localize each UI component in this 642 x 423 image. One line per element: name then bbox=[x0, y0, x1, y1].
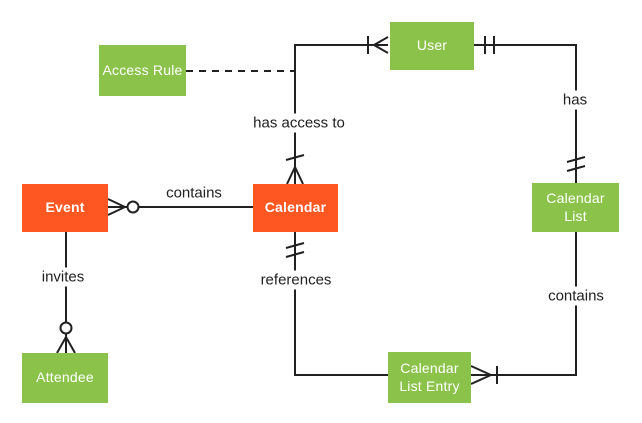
entity-calendar: Calendar bbox=[253, 184, 338, 232]
entity-label: Access Rule bbox=[102, 61, 183, 78]
zero-cardinality-circle bbox=[126, 200, 140, 214]
crow-foot-mark bbox=[107, 198, 126, 216]
relationship-label-calendar-contains-event: contains bbox=[161, 183, 227, 203]
crow-foot-mark bbox=[56, 336, 76, 354]
entity-label: Calendar List Entry bbox=[399, 360, 460, 394]
entity-label: Event bbox=[45, 199, 85, 216]
connector-user-has-access-to-calendar bbox=[294, 44, 388, 184]
entity-label: Calendar List bbox=[546, 190, 605, 224]
connector-calendar-list-entry-references-calendar bbox=[294, 232, 388, 376]
tick-mark bbox=[285, 242, 305, 249]
entity-calendar-list-entry: Calendar List Entry bbox=[388, 352, 471, 403]
entity-user: User bbox=[390, 22, 474, 70]
relationship-label-calendar-list-contains-entries: contains bbox=[543, 286, 609, 306]
zero-cardinality-circle bbox=[59, 321, 73, 335]
tick-mark bbox=[566, 156, 586, 163]
entity-label: User bbox=[416, 37, 448, 54]
relationship-label-user-has-access-to-calendar: has access to bbox=[248, 113, 350, 133]
relationship-label-event-invites-attendee: invites bbox=[36, 267, 90, 287]
entity-label: Attendee bbox=[36, 369, 94, 386]
relationship-label-calendar-list-entry-references-calendar: references bbox=[255, 270, 337, 290]
crow-foot-mark bbox=[373, 36, 389, 54]
tick-mark bbox=[285, 154, 305, 161]
entity-event: Event bbox=[22, 184, 108, 232]
connector-user-has-calendar-list bbox=[474, 44, 577, 183]
entity-calendar-list: Calendar List bbox=[532, 183, 619, 232]
tick-mark bbox=[566, 165, 586, 172]
entity-access-rule: Access Rule bbox=[99, 45, 186, 96]
entity-label: Calendar bbox=[264, 199, 327, 216]
relationship-label-user-has-calendar-list: has bbox=[557, 90, 593, 110]
crow-foot-mark bbox=[470, 365, 492, 385]
crow-foot-mark bbox=[286, 166, 304, 185]
entity-attendee: Attendee bbox=[22, 353, 108, 403]
connector-calendar-list-contains-entries bbox=[471, 232, 577, 376]
tick-mark bbox=[285, 251, 305, 258]
